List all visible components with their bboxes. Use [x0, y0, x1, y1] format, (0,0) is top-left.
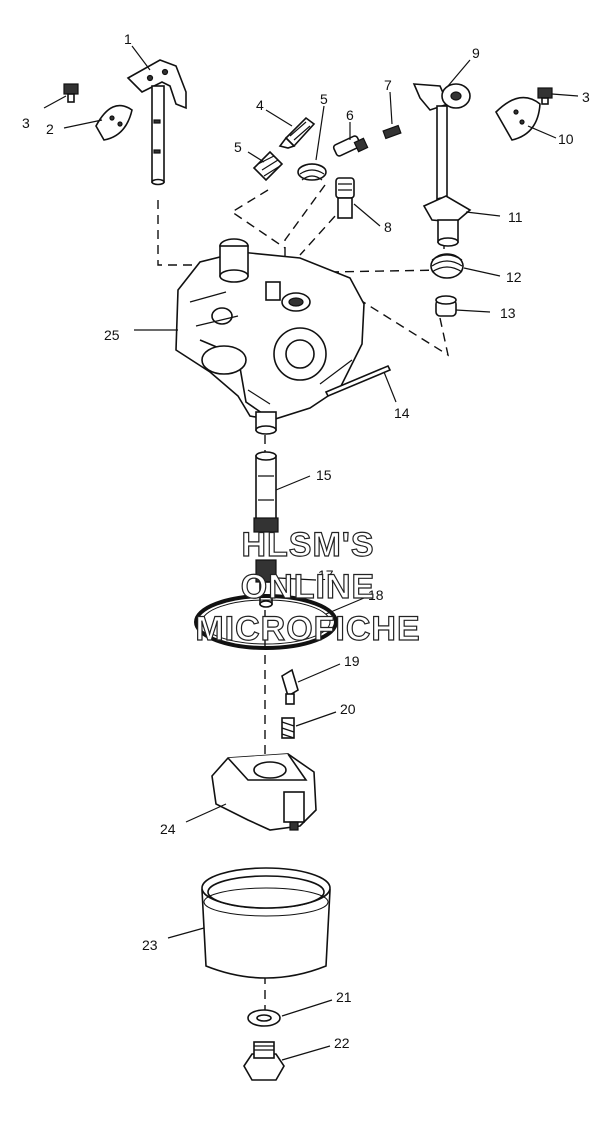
throttle-shaft [126, 59, 187, 186]
watermark: HLSM'S ONLINE MICROFICHE [195, 525, 421, 648]
plate-screw-left [63, 83, 79, 103]
callout-17: 17 [318, 567, 334, 583]
callout-labels: 1 2 3 3 4 5 5 6 7 8 9 10 11 12 13 14 15 … [22, 31, 590, 1051]
bowl-washer [247, 1009, 281, 1027]
spring-right [297, 163, 327, 181]
main-nozzle [253, 451, 279, 533]
choke-spring [430, 253, 464, 279]
callout-5-right: 5 [320, 91, 328, 107]
callout-21: 21 [336, 989, 352, 1005]
callout-19: 19 [344, 653, 360, 669]
callout-20: 20 [340, 701, 356, 717]
callout-3-right: 3 [582, 89, 590, 105]
plate-screw-right [537, 87, 553, 105]
callout-2: 2 [46, 121, 54, 137]
bowl-nut [243, 1041, 285, 1081]
callout-11: 11 [508, 209, 523, 225]
watermark-line-2: ONLINE [241, 568, 375, 606]
callout-18: 18 [368, 587, 384, 603]
speed-screw [332, 135, 369, 157]
choke-bushing [435, 295, 457, 317]
watermark-line-1: HLSM'S [241, 526, 374, 564]
callout-7: 7 [384, 77, 392, 93]
spring-left [252, 150, 284, 182]
callout-8: 8 [384, 219, 392, 235]
callout-1: 1 [124, 31, 132, 47]
float-pin [324, 364, 392, 398]
float-bowl [201, 867, 331, 979]
leader-lines [43, 45, 579, 1061]
callout-25: 25 [104, 327, 120, 343]
choke-lever [422, 195, 472, 247]
callout-6: 6 [346, 107, 354, 123]
fuel-fitting [335, 177, 355, 219]
bowl-gasket [194, 594, 338, 650]
callout-22: 22 [334, 1035, 350, 1051]
needle-seat [281, 717, 295, 739]
throttle-plate [95, 104, 133, 141]
idle-mixture-screw [278, 116, 316, 149]
lever-screw [382, 124, 402, 140]
main-jet [255, 559, 277, 608]
inlet-needle [281, 668, 299, 705]
callout-24: 24 [160, 821, 176, 837]
carburetor-body [175, 238, 365, 435]
carburetor-float [211, 753, 317, 831]
callout-10: 10 [558, 131, 574, 147]
watermark-line-3: MICROFICHE [195, 610, 420, 648]
callout-4: 4 [256, 97, 264, 113]
callout-3-left: 3 [22, 115, 30, 131]
choke-shaft [412, 83, 471, 203]
callout-23: 23 [142, 937, 158, 953]
choke-plate [495, 96, 541, 141]
callout-5-left: 5 [234, 139, 242, 155]
callout-12: 12 [506, 269, 522, 285]
callout-9: 9 [472, 45, 480, 61]
callout-14: 14 [394, 405, 410, 421]
callout-15: 15 [316, 467, 332, 483]
callout-13: 13 [500, 305, 516, 321]
